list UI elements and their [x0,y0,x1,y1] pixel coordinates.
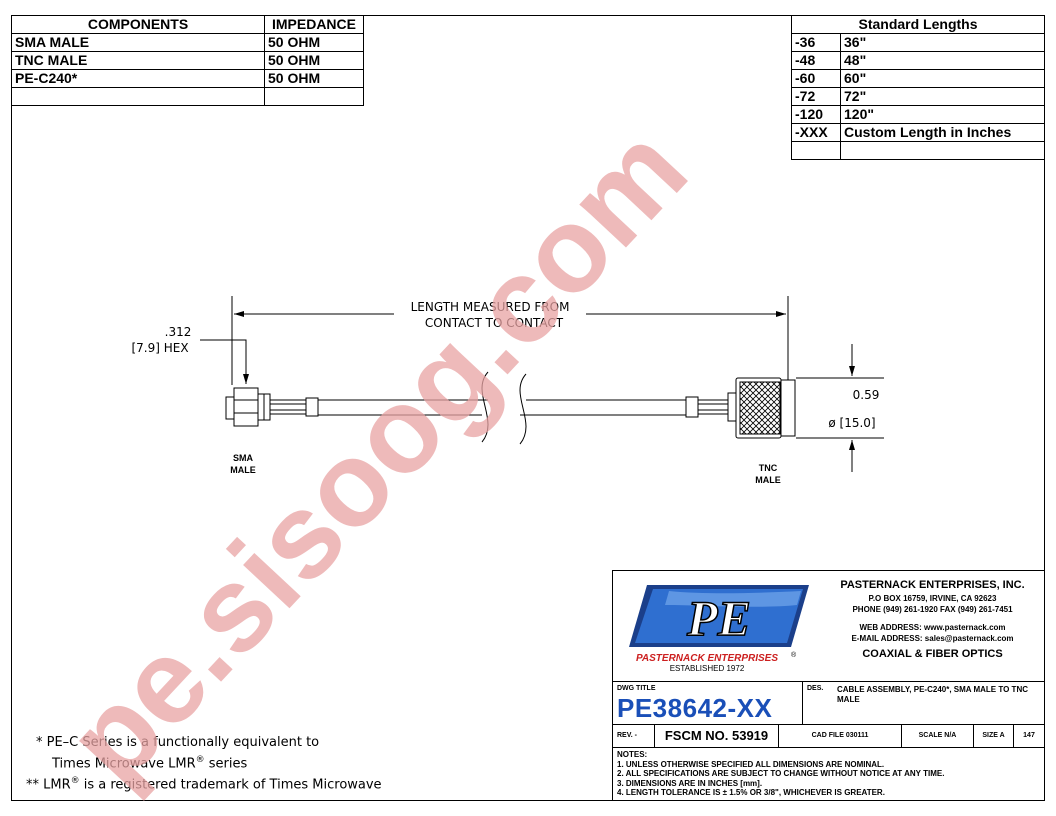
registered-mark: ® [195,755,205,765]
brand-registered-mark: ® [791,651,797,659]
footnote-3: ** LMR® is a registered trademark of Tim… [26,776,382,792]
tnc-label-1: TNC [759,463,778,473]
company-email: E-MAIL ADDRESS: sales@pasternack.com [851,634,1014,643]
sheet-number: 147 [1023,732,1035,739]
length-code: -XXX [791,123,841,142]
note-item: 4. LENGTH TOLERANCE IS ± 1.5% OR 3/8", W… [617,788,885,797]
size: SIZE A [974,725,1014,747]
footnote-3-suffix: is a registered trademark of Times Micro… [79,777,382,793]
component-impedance [264,87,364,106]
note-item: 3. DIMENSIONS ARE IN INCHES [mm]. [617,778,763,788]
table-row [11,87,364,106]
sma-label-1: SMA [233,453,254,463]
diameter-dimension: 0.59 ø [15.0] [796,344,884,472]
company-logo: PE PASTERNACK ENTERPRISES ® ESTABLISHED … [629,585,809,673]
component-name: TNC MALE [11,51,265,70]
footnote-2-text: Times Microwave LMR [52,756,196,772]
length-value [840,141,1045,160]
dwg-number: PE38642-XX [617,693,773,723]
dwg-title-row: DWG TITLE PE38642-XX DES. CABLE ASSEMBLY… [613,681,1044,724]
company-name: PASTERNACK ENTERPRISES, INC. [840,579,1025,591]
dia-label-2: ø [15.0] [828,416,875,430]
notes-section: NOTES: 1. UNLESS OTHERWISE SPECIFIED ALL… [613,747,1044,800]
hex-label-2: [7.9] HEX [131,341,188,355]
des-label: DES. [807,685,824,692]
lengths-header-row: Standard Lengths [791,15,1045,34]
brand-name: PASTERNACK ENTERPRISES [636,653,778,664]
footnote-1: * PE–C Series is a functionally equivale… [36,735,320,750]
note-item: 1. UNLESS OTHERWISE SPECIFIED ALL DIMENS… [617,759,885,769]
component-impedance: 50 OHM [264,51,364,70]
hex-label-1: .312 [165,325,192,339]
dwg-title-label: DWG TITLE [617,685,656,692]
sma-connector [225,387,319,427]
company-tagline: COAXIAL & FIBER OPTICS [862,648,1003,660]
drawing-frame [11,15,1045,801]
notes-label: NOTES: [617,750,648,759]
length-value: Custom Length in Inches [840,123,1045,142]
company-web: WEB ADDRESS: www.pasternack.com [859,623,1006,632]
dia-label-1: 0.59 [853,388,880,402]
hex-dimension: .312 [7.9] HEX [131,325,249,384]
footnote-2: Times Microwave LMR® series [52,755,247,771]
tnc-connector [685,377,796,439]
registered-mark: ® [70,776,80,786]
company-phone: PHONE (949) 261-1920 FAX (949) 261-7451 [852,605,1013,614]
footnote-2-suffix: series [204,756,248,772]
scale: SCALE N/A [902,725,974,747]
established-text: ESTABLISHED 1972 [670,664,745,673]
company-address: P.O BOX 16759, IRVINE, CA 92623 [868,594,997,603]
dwg-title-cell: DWG TITLE PE38642-XX [613,682,803,724]
impedance-header: IMPEDANCE [264,15,364,34]
cable [318,371,686,445]
lengths-header: Standard Lengths [791,15,1045,34]
length-dimension: LENGTH MEASURED FROM CONTACT TO CONTACT [231,296,789,385]
length-label-1: LENGTH MEASURED FROM [411,300,570,314]
cad-file: CAD FILE 030111 [779,725,902,747]
tnc-label-2: MALE [755,475,781,485]
title-block: PE PASTERNACK ENTERPRISES ® ESTABLISHED … [612,570,1045,801]
rev-label: REV. - [613,725,655,747]
rev-row: REV. - FSCM NO. 53919 CAD FILE 030111 SC… [613,724,1044,747]
length-code: -36 [791,33,841,52]
table-row [791,141,1045,160]
description: CABLE ASSEMBLY, PE-C240*, SMA MALE TO TN… [837,685,1028,704]
company-info: PASTERNACK ENTERPRISES, INC. P.O BOX 167… [825,579,1040,660]
footnote-3-text: ** LMR [26,777,71,793]
logo-text: PE [686,590,751,646]
note-item: 2. ALL SPECIFICATIONS ARE SUBJECT TO CHA… [617,769,945,778]
fscm-number: FSCM NO. 53919 [655,725,779,747]
sma-label-2: MALE [230,465,256,475]
length-label-2: CONTACT TO CONTACT [425,316,564,330]
